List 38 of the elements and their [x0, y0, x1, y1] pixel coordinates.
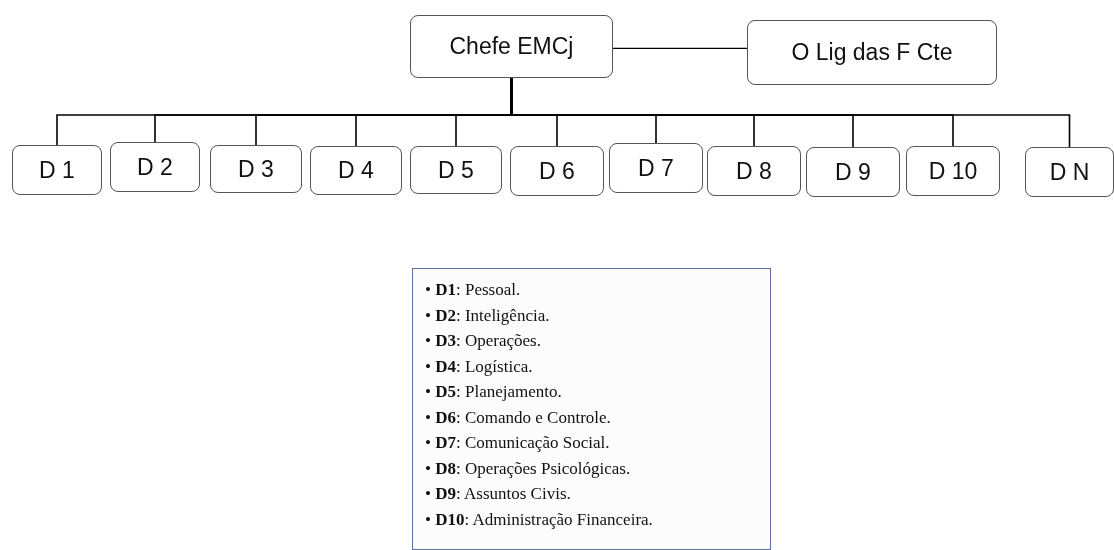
box-label: D N — [1049, 158, 1090, 186]
box-label: O Lig das F Cte — [791, 39, 953, 66]
list-item: • D6: Comando e Controle. — [425, 406, 612, 429]
org-box — [12, 145, 102, 195]
list-item: • D10: Administração Financeira. — [425, 508, 654, 531]
org-box — [906, 146, 1000, 196]
org-box — [747, 20, 997, 85]
org-box — [609, 143, 703, 193]
list-item: • D3: Operações. — [425, 330, 542, 352]
list-item: • D2: Inteligência. — [425, 304, 551, 327]
box-label: D 2 — [137, 153, 173, 181]
box-label: D 6 — [539, 157, 575, 185]
org-box — [510, 146, 604, 196]
list-item: • D5: Planejamento. — [425, 381, 563, 403]
list-item: • D4: Logística. — [425, 355, 534, 378]
org-box — [410, 146, 502, 194]
box-label: D 9 — [835, 158, 871, 186]
list-item: • D7: Comunicação Social. — [425, 432, 611, 454]
org-box — [310, 146, 402, 195]
org-box — [806, 147, 900, 197]
org-box — [210, 145, 302, 193]
org-box — [1025, 147, 1114, 197]
box-label: D 5 — [438, 156, 474, 184]
box-label: D 10 — [928, 157, 978, 185]
list-item: • D9: Assuntos Civis. — [425, 483, 572, 505]
box-label: D 4 — [338, 157, 374, 184]
box-label: Chefe EMCj — [449, 33, 574, 60]
org-box — [110, 142, 200, 192]
connector-line — [612, 47, 748, 49]
org-box — [410, 15, 613, 78]
box-label: D 7 — [638, 154, 674, 182]
org-box — [707, 146, 801, 196]
box-label: D 8 — [736, 157, 772, 185]
box-label: D 3 — [238, 155, 274, 183]
list-item: • D8: Operações Psicológicas. — [425, 457, 632, 480]
legend-box — [412, 268, 771, 550]
list-item: • D1: Pessoal. — [425, 279, 522, 301]
box-label: D 1 — [39, 156, 75, 184]
